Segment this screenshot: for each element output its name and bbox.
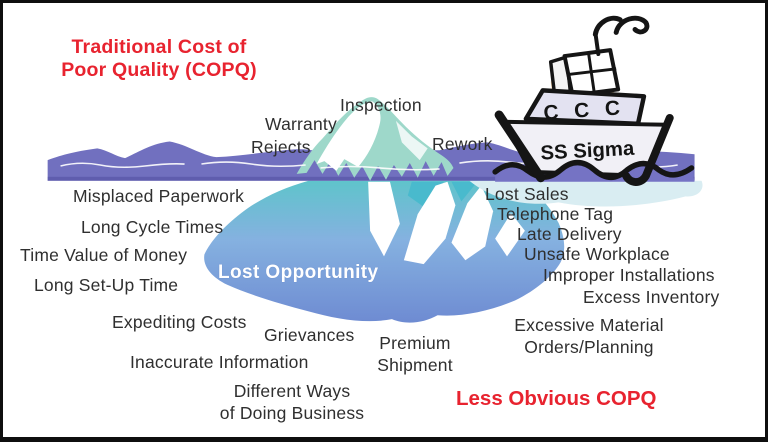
label-rework: Rework — [432, 134, 493, 154]
iceberg-facet-white — [495, 213, 525, 257]
iceberg-underwater — [204, 180, 565, 323]
iceberg-facet-teal — [451, 181, 478, 202]
ship-cabin-window-cross — [566, 51, 617, 94]
label-long-set-up-time: Long Set-Up Time — [34, 275, 179, 295]
label-telephone-tag: Telephone Tag — [497, 204, 614, 224]
label-expediting-costs: Expediting Costs — [112, 312, 247, 332]
smoke-icon — [592, 15, 650, 37]
label-time-value-of-money: Time Value of Money — [20, 245, 188, 265]
label-long-cycle-times: Long Cycle Times — [81, 217, 224, 237]
label-rejects: Rejects — [251, 137, 311, 157]
ship-portholes-label: C C C — [543, 96, 626, 124]
label-improper-installations: Improper Installations — [543, 265, 715, 285]
iceberg-tip — [296, 97, 454, 181]
label-excessive-material: Excessive Material Orders/Planning — [514, 315, 664, 357]
label-premium-shipment: Premium Shipment — [377, 333, 453, 375]
diagram-title: Traditional Cost of Poor Quality (COPQ) — [61, 36, 257, 81]
lost-opportunity-label: Lost Opportunity — [218, 262, 379, 283]
label-lost-sales: Lost Sales — [485, 184, 569, 204]
ship-name-label: SS Sigma — [540, 138, 636, 165]
label-inaccurate-information: Inaccurate Information — [130, 352, 309, 372]
iceberg-facet-white — [451, 185, 494, 261]
label-late-delivery: Late Delivery — [517, 224, 622, 244]
label-unsafe-workplace: Unsafe Workplace — [524, 244, 670, 264]
less-obvious-copq-label: Less Obvious COPQ — [456, 387, 657, 410]
label-misplaced-paperwork: Misplaced Paperwork — [73, 186, 245, 206]
label-different-ways: Different Ways of Doing Business — [219, 381, 365, 423]
label-warranty: Warranty — [265, 114, 337, 134]
ship-wake — [469, 180, 703, 207]
ship-illustration: SS Sigma C C C — [492, 15, 695, 186]
label-inspection: Inspection — [340, 95, 422, 115]
ship-bow — [494, 110, 546, 183]
iceberg-scene-graphic: SS Sigma C C C — [47, 15, 703, 323]
ship-stern — [622, 113, 674, 186]
iceberg-facet-white — [368, 181, 400, 257]
ship-upper-deck — [523, 88, 647, 126]
label-excess-inventory: Excess Inventory — [583, 287, 720, 307]
label-grievances: Grievances — [264, 325, 355, 345]
iceberg-facet-white — [403, 181, 456, 265]
ship-bow-waves-outline — [492, 159, 695, 180]
